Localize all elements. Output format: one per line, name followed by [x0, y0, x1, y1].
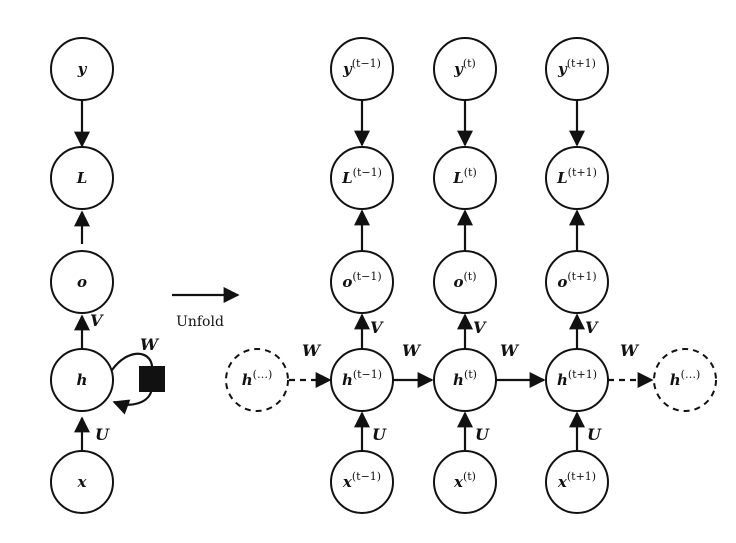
label-U-t1: U	[587, 425, 602, 444]
label-V-t-1: V	[370, 318, 384, 337]
node-o-t-label: o(t)	[453, 270, 476, 291]
node-x-t1-label: x(t+1)	[557, 470, 596, 491]
label-V: V	[90, 311, 104, 330]
node-L-t-1-label: L(t−1)	[341, 166, 382, 187]
node-h-t-label: h(t)	[453, 368, 477, 389]
node-h-t	[433, 348, 497, 412]
node-o-label: o	[77, 273, 87, 291]
node-x	[50, 450, 114, 514]
unrolled-graph: W W W W h(…) h(…) V Uy(t−1) L(t−1) o(t−1) h(…	[225, 37, 717, 514]
node-y-label: y	[77, 60, 88, 78]
node-L-label: L	[76, 169, 88, 187]
node-x-label: x	[77, 473, 88, 491]
node-L	[50, 146, 114, 210]
node-y-t-label: y(t)	[453, 57, 476, 78]
node-L-t1-label: L(t+1)	[556, 166, 597, 187]
node-L-t-label: L(t)	[452, 166, 477, 187]
node-h-dots-left	[225, 348, 289, 412]
label-V-t: V	[473, 318, 487, 337]
node-o-t1	[545, 250, 609, 314]
node-o-t	[433, 250, 497, 314]
label-U: U	[95, 425, 110, 444]
label-W-3: W	[620, 341, 640, 360]
node-y-t1-label: y(t+1)	[557, 57, 596, 78]
node-h-dots-right-label: h(…)	[670, 368, 701, 389]
label-U-t-1: U	[372, 425, 387, 444]
node-h-t-1	[330, 348, 394, 412]
node-x-t	[433, 450, 497, 514]
node-o-t1-label: o(t+1)	[557, 270, 596, 291]
node-h-label: h	[77, 371, 88, 389]
node-y-t-1	[330, 37, 394, 101]
node-x-t-1-label: x(t−1)	[342, 470, 381, 491]
folded-graph: y L o h x V W U	[50, 37, 165, 514]
label-W-2: W	[500, 341, 520, 360]
unrolled-steps: V Uy(t−1) L(t−1) o(t−1) h(t−1) x(t−1) V Uy(t) L(…	[330, 37, 609, 514]
node-x-t-1	[330, 450, 394, 514]
node-L-t-1	[330, 146, 394, 210]
node-L-t1	[545, 146, 609, 210]
node-h-t1-label: h(t+1)	[557, 368, 597, 389]
label-W-1: W	[402, 341, 422, 360]
node-y	[50, 37, 114, 101]
node-h-dots-right	[653, 348, 717, 412]
node-x-t-label: x(t)	[453, 470, 476, 491]
node-h-t-1-label: h(t−1)	[342, 368, 382, 389]
unfold-label: Unfold	[176, 314, 224, 330]
node-y-t	[433, 37, 497, 101]
label-W: W	[140, 335, 160, 354]
unfold-arrow: Unfold	[172, 287, 240, 330]
label-W-0: W	[302, 341, 322, 360]
node-o	[50, 250, 114, 314]
node-o-t-1-label: o(t−1)	[342, 270, 381, 291]
node-h-dots-left-label: h(…)	[242, 368, 273, 389]
node-y-t-1-label: y(t−1)	[342, 57, 381, 78]
node-o-t-1	[330, 250, 394, 314]
label-V-t1: V	[585, 318, 599, 337]
node-L-t	[433, 146, 497, 210]
node-y-t1	[545, 37, 609, 101]
node-h-t1	[545, 348, 609, 412]
node-x-t1	[545, 450, 609, 514]
label-U-t: U	[475, 425, 490, 444]
delay-square	[139, 366, 165, 392]
node-h	[50, 348, 114, 412]
